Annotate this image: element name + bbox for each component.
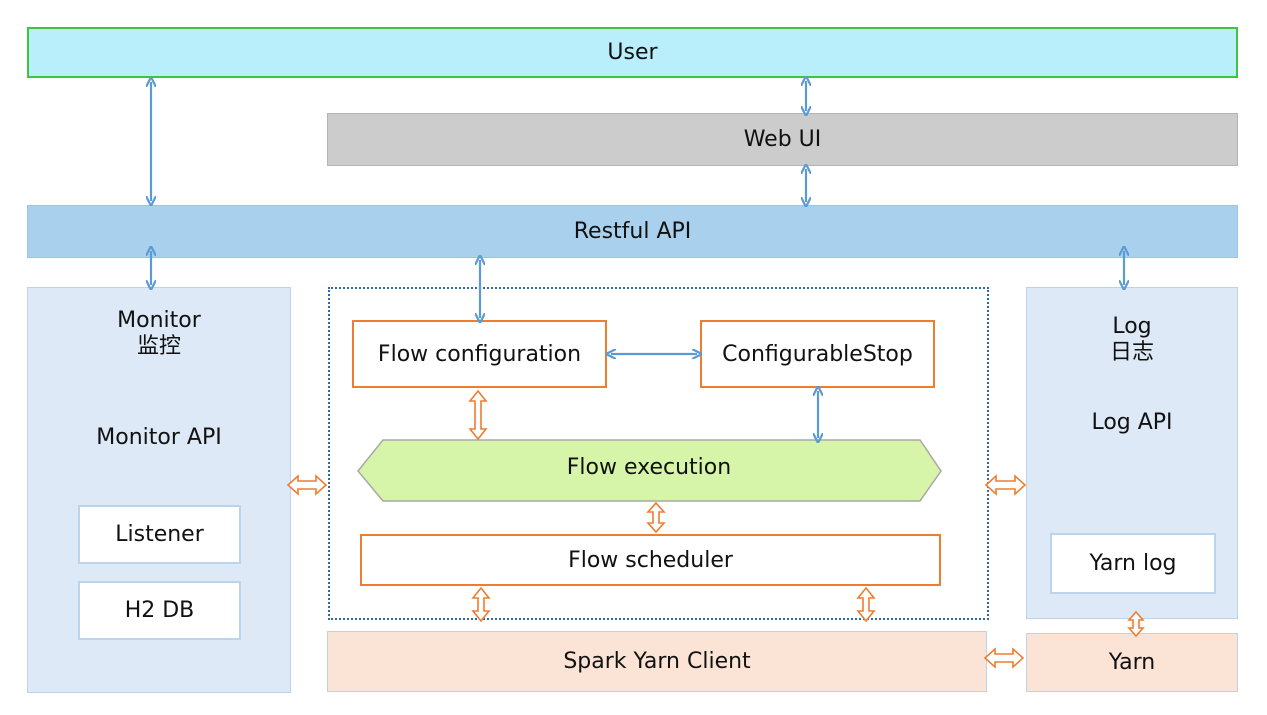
- listener-label: Listener: [115, 522, 204, 547]
- arrow-yarnlog-yarn: [1127, 610, 1145, 638]
- yarn-box: Yarn: [1026, 633, 1238, 692]
- restful-api-label: Restful API: [573, 219, 692, 244]
- arrow-flowconfig-execution: [468, 389, 488, 441]
- restful-api-layer: Restful API: [27, 205, 1238, 258]
- flow-execution-shape: [357, 439, 942, 502]
- log-title-cn: 日志: [1109, 340, 1154, 365]
- monitor-title-cn: 监控: [136, 334, 181, 359]
- web-ui-label: Web UI: [743, 127, 822, 152]
- configurable-stop-box: ConfigurableStop: [700, 320, 935, 388]
- web-ui-layer: Web UI: [327, 113, 1238, 166]
- spark-yarn-client-box: Spark Yarn Client: [327, 631, 987, 692]
- flow-scheduler-box: Flow scheduler: [360, 534, 941, 586]
- h2-db-label: H2 DB: [124, 598, 195, 623]
- flow-configuration-label: Flow configuration: [377, 341, 582, 367]
- arrow-spark-yarn: [983, 647, 1025, 669]
- log-title-en: Log: [1112, 314, 1152, 339]
- arrow-scheduler-spark-right: [856, 586, 876, 623]
- arrow-monitor-core: [286, 474, 328, 496]
- log-api-label: Log API: [1091, 410, 1173, 435]
- monitor-api-label: Monitor API: [96, 425, 222, 450]
- core-container: [328, 287, 989, 620]
- h2-db-box: H2 DB: [78, 581, 241, 640]
- yarn-log-label: Yarn log: [1089, 551, 1177, 576]
- arrow-execution-scheduler: [646, 501, 666, 534]
- flow-execution-label: Flow execution: [567, 455, 731, 480]
- user-label: User: [607, 40, 658, 65]
- spark-yarn-client-label: Spark Yarn Client: [563, 649, 751, 674]
- flow-configuration-box: Flow configuration: [352, 320, 607, 388]
- arrow-core-log: [984, 474, 1027, 496]
- flow-scheduler-label: Flow scheduler: [568, 547, 733, 573]
- log-title: Log 日志: [1026, 314, 1238, 366]
- monitor-title: Monitor 监控: [27, 308, 291, 360]
- monitor-title-en: Monitor: [117, 308, 201, 333]
- yarn-label: Yarn: [1108, 650, 1156, 675]
- configurable-stop-label: ConfigurableStop: [722, 341, 913, 367]
- yarn-log-box: Yarn log: [1050, 533, 1216, 594]
- arrow-scheduler-spark-left: [471, 586, 491, 623]
- user-layer: User: [27, 27, 1238, 78]
- listener-box: Listener: [78, 505, 241, 564]
